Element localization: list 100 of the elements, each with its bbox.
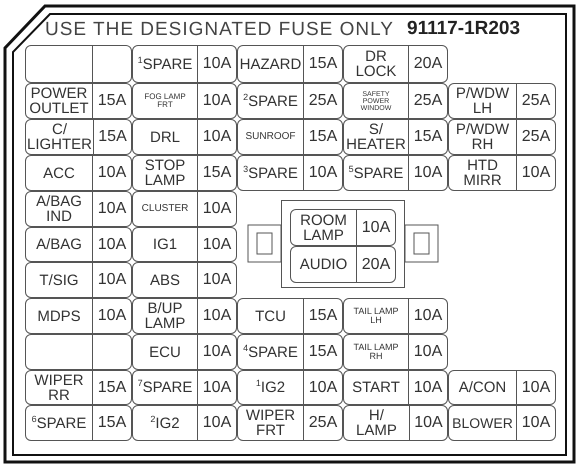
fuse-label: $^{2}$SPARE xyxy=(242,90,299,112)
amperage-label: 10A xyxy=(408,371,447,404)
fuse-label: A/BAG IND xyxy=(35,192,83,226)
amperage-label: 10A xyxy=(197,120,236,154)
fuse-slot xyxy=(25,227,132,262)
fuse-label: STOP LAMP xyxy=(144,156,186,190)
amperage-label: 15A xyxy=(303,299,342,333)
fuse-slot xyxy=(25,155,132,191)
amperage-label: 25A xyxy=(516,120,555,154)
fuse-slot xyxy=(290,209,396,246)
amperage-label: 15A xyxy=(303,46,342,82)
fuse-slot xyxy=(343,83,448,119)
fuse-slot xyxy=(25,298,132,334)
fuse-slot xyxy=(290,246,396,283)
fuse-slot xyxy=(343,119,448,155)
amperage-label: 25A xyxy=(303,406,342,440)
amperage-label: 10A xyxy=(92,263,131,297)
fuse-slot xyxy=(25,405,132,441)
fuse-label: P/WDW RH xyxy=(454,120,510,154)
fuse-label: ROOM LAMP xyxy=(299,210,348,245)
fuse-label: H/ LAMP xyxy=(355,406,398,440)
fuse-slot xyxy=(448,83,556,119)
amperage-label: 10A xyxy=(92,228,131,261)
fuse-label: ACC xyxy=(42,164,76,184)
fuse-slot xyxy=(132,262,237,298)
amperage-label: 10A xyxy=(408,406,447,440)
fuse-slot xyxy=(25,370,132,405)
amperage-label: 10A xyxy=(303,371,342,404)
fuse-label: CLUSTER xyxy=(140,202,190,216)
fuse-slot xyxy=(343,334,448,370)
amperage-label: 10A xyxy=(303,156,342,190)
fuse-slot xyxy=(237,45,343,83)
amperage-label: 10A xyxy=(408,335,447,369)
amperage-label: 10A xyxy=(408,156,447,190)
fuse-label: AUDIO xyxy=(298,255,348,275)
fuse-label: B/UP LAMP xyxy=(144,299,186,333)
amperage-label: 15A xyxy=(303,120,342,154)
amperage-label: 10A xyxy=(197,299,236,333)
fuse-slot xyxy=(25,262,132,298)
amperage-label: 10A xyxy=(516,371,555,404)
fuse-label: TAIL LAMP RH xyxy=(352,341,400,363)
amperage-label: 10A xyxy=(516,406,555,440)
fuse-label: $^{3}$SPARE xyxy=(242,162,299,184)
amperage-label: 10A xyxy=(197,263,236,297)
amperage-label: 10A xyxy=(197,406,236,440)
fuse-label: ECU xyxy=(148,342,182,362)
fuse-label: S/ HEATER xyxy=(345,120,407,154)
amperage-label: 15A xyxy=(303,335,342,369)
fuse-label: IG1 xyxy=(152,235,178,255)
fuse-label: $^{2}$IG2 xyxy=(149,412,181,434)
amperage-label: 20A xyxy=(356,247,395,282)
fuse-slot xyxy=(448,405,556,441)
fuse-slot xyxy=(132,298,237,334)
amperage-label: 10A xyxy=(92,192,131,226)
fuse-label: DR LOCK xyxy=(354,47,398,82)
fuse-label: TAIL LAMP LH xyxy=(352,305,400,327)
fuse-slot xyxy=(132,370,237,405)
fuse-slot xyxy=(343,45,448,83)
fuse-label: DRL xyxy=(148,128,181,148)
fuse-label: WIPER FRT xyxy=(244,406,296,440)
fuse-slot xyxy=(132,155,237,191)
amperage-label: 10A xyxy=(516,156,555,190)
fuse-slot xyxy=(132,45,237,83)
fuse-slot xyxy=(343,298,448,334)
relay-housing xyxy=(281,200,405,288)
amperage-label: 25A xyxy=(408,84,447,118)
amperage-label: 15A xyxy=(197,156,236,190)
fuse-label: TCU xyxy=(254,306,287,326)
fuse-label: $^{5}$SPARE xyxy=(348,162,404,184)
amperage-label: 25A xyxy=(516,84,555,118)
fuse-slot xyxy=(25,119,132,155)
fuse-slot xyxy=(237,334,343,370)
fuse-label: BLOWER xyxy=(451,414,514,433)
amperage-label: 10A xyxy=(197,84,236,118)
fuse-slot xyxy=(237,298,343,334)
fuse-slot xyxy=(237,370,343,405)
fuse-slot xyxy=(448,155,556,191)
amperage-label: 15A xyxy=(93,120,131,154)
fuse-slot xyxy=(132,405,237,441)
amperage-label: 10A xyxy=(197,335,236,369)
fuse-label: WIPER RR xyxy=(33,371,85,404)
fuse-label: MDPS xyxy=(36,306,82,326)
amperage-label: 10A xyxy=(197,46,236,82)
amperage-label: 10A xyxy=(197,371,236,404)
fuse-slot xyxy=(343,155,448,191)
fuse-label: $^{1}$IG2 xyxy=(254,377,286,398)
amperage-label: 10A xyxy=(408,299,447,333)
fuse-slot xyxy=(132,83,237,119)
fuse-label: C/ LIGHTER xyxy=(26,120,94,154)
fuse-slot xyxy=(132,334,237,370)
amperage-label: 10A xyxy=(197,192,236,226)
amperage-label: 15A xyxy=(92,84,131,118)
fuse-label: ABS xyxy=(148,270,181,290)
amperage-label: 15A xyxy=(92,406,131,440)
fuse-slot xyxy=(25,191,132,227)
fuse-label: POWER OUTLET xyxy=(28,84,90,118)
fuse-label: SUNROOF xyxy=(244,130,296,144)
fuse-label: HAZARD xyxy=(238,54,302,74)
fuse-label: P/WDW LH xyxy=(454,84,510,118)
title: USE THE DESIGNATED FUSE ONLY xyxy=(45,19,394,41)
